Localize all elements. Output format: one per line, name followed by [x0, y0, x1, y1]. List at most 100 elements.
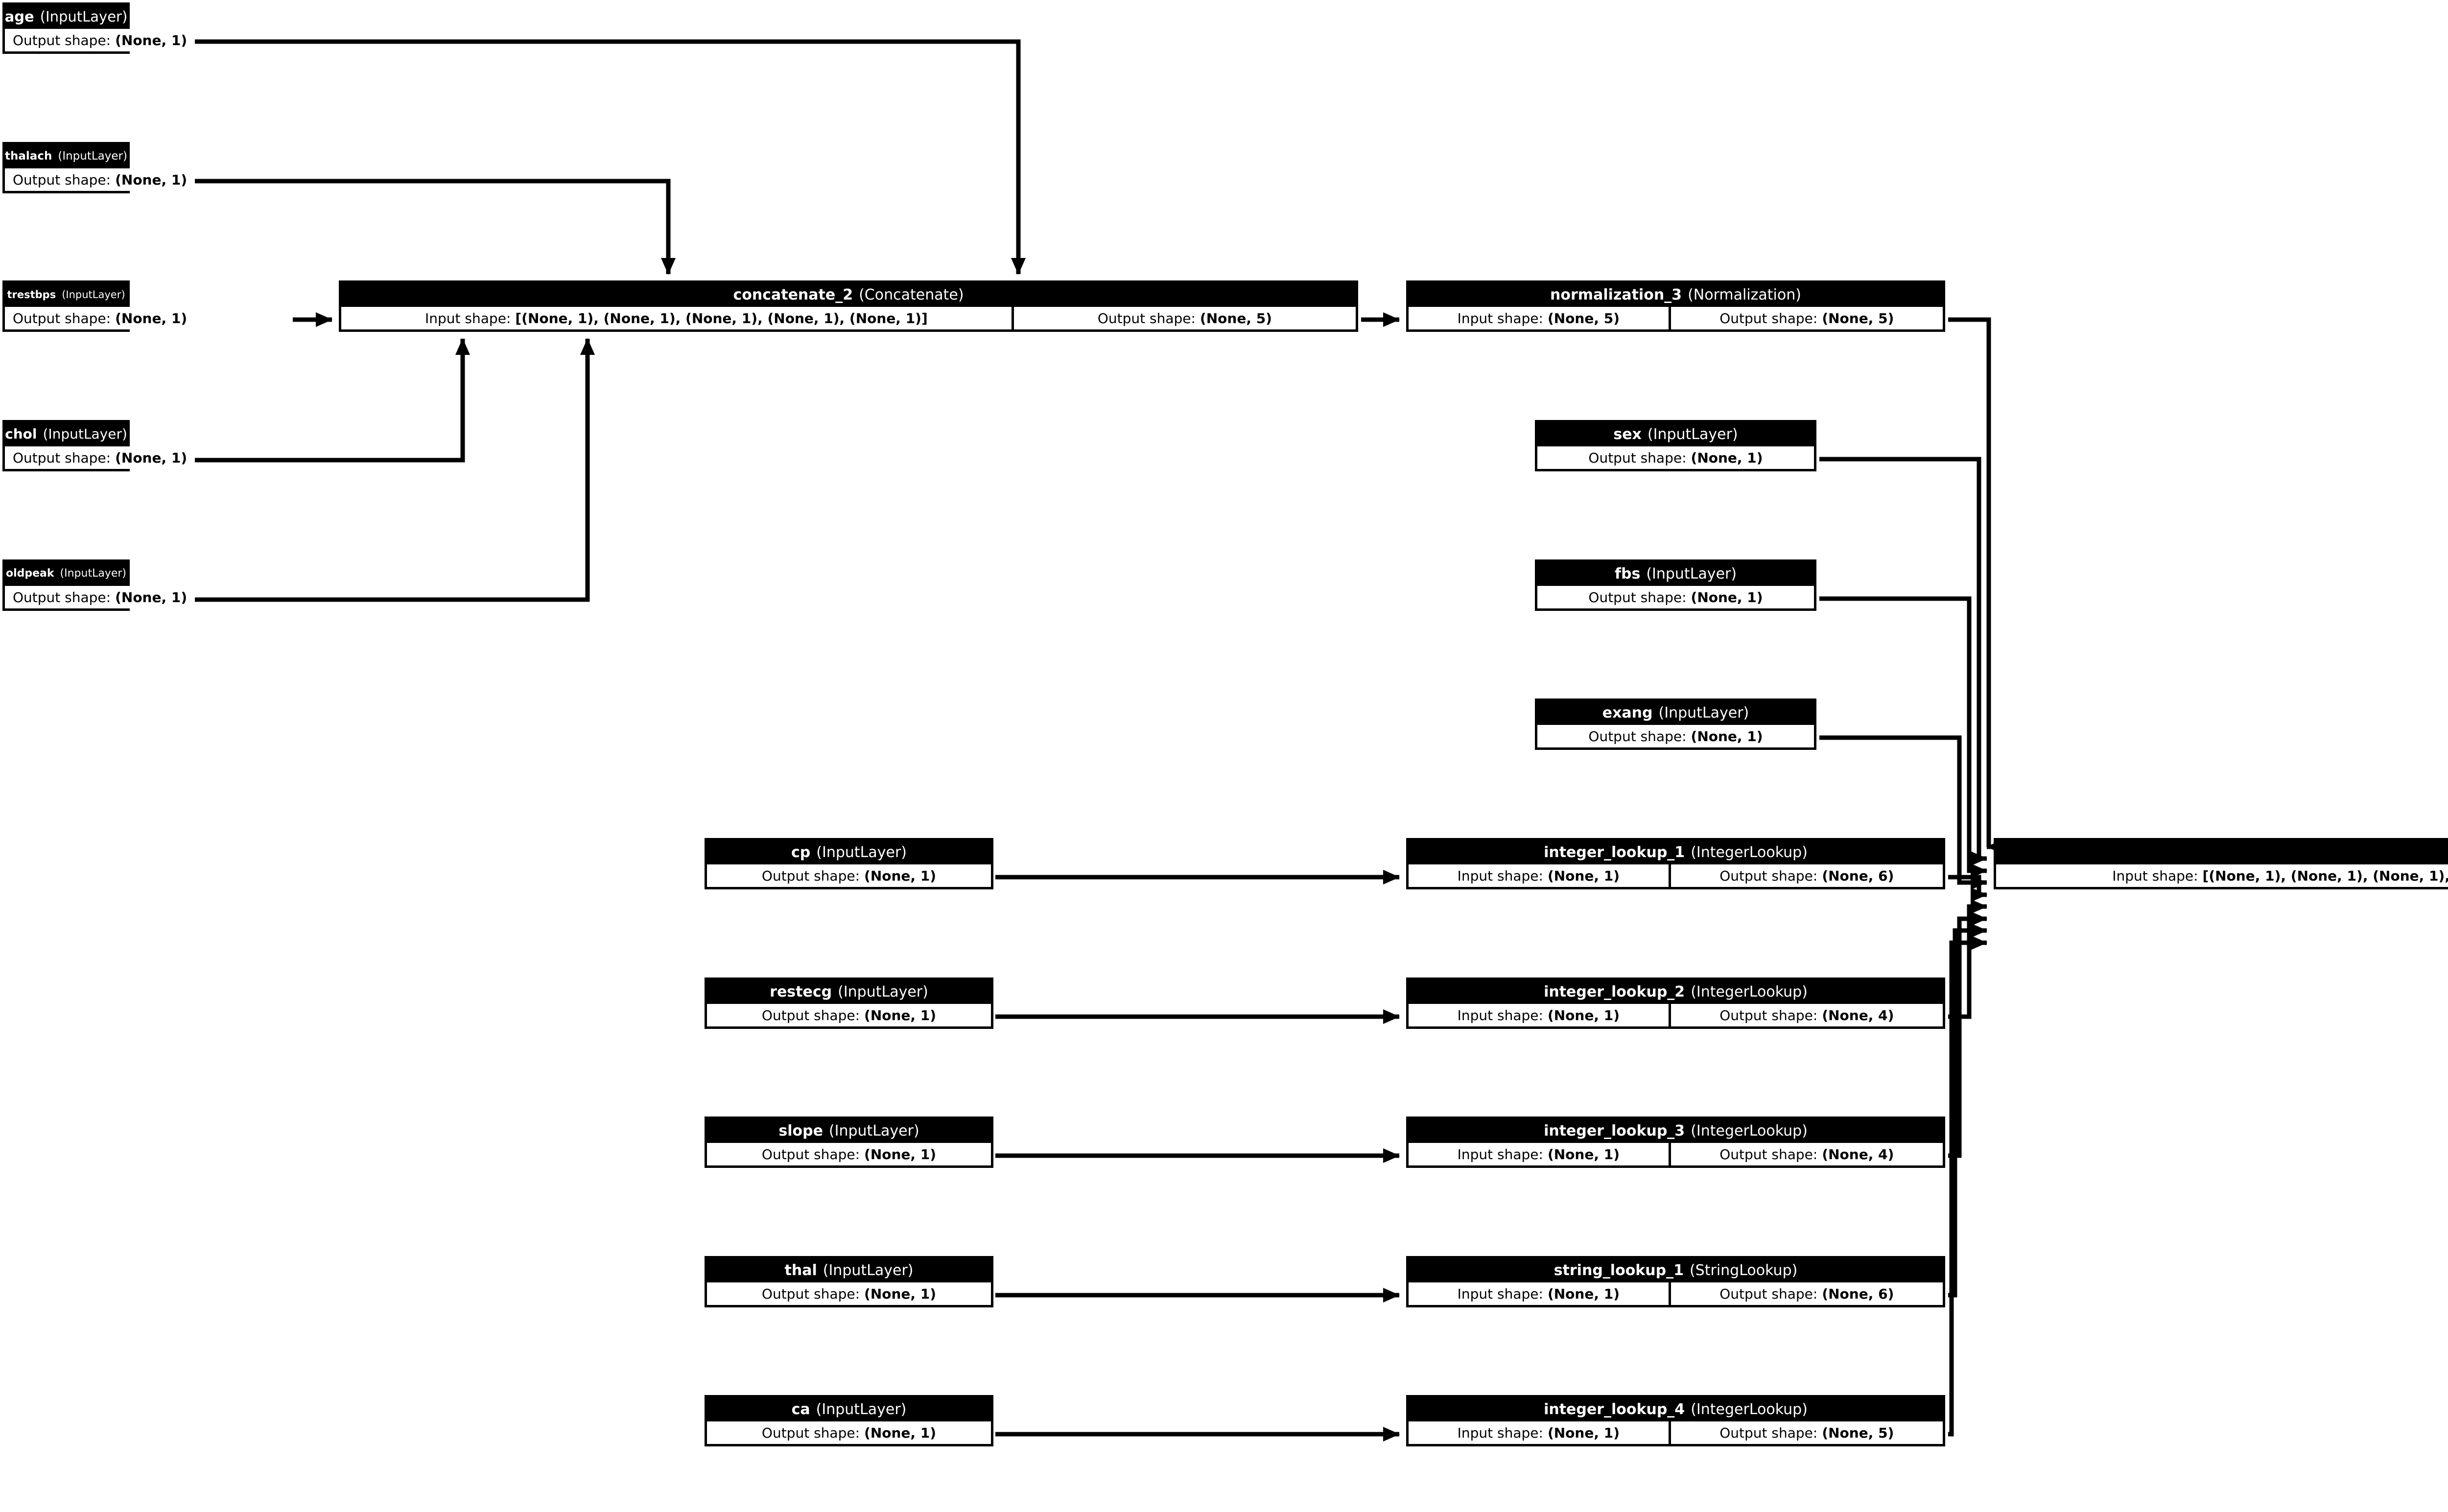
layer-name: integer_lookup_1: [1544, 844, 1685, 861]
node-integer_lookup_1[interactable]: integer_lookup_1 (IntegerLookup) Input sha…: [1406, 838, 1945, 889]
output-shape-value: (None, 4): [1822, 1146, 1894, 1163]
edge-oldpeak-to-concatenate2: [130, 338, 595, 602]
output-shape-label: Output shape:: [761, 1146, 860, 1163]
output-shape-label: Output shape:: [1719, 1424, 1818, 1441]
node-normalization_3[interactable]: normalization_3 (Normalization) Input shap…: [1406, 280, 1945, 332]
input-shape-cell: Input shape:(None, 1): [1409, 1282, 1669, 1305]
output-shape-cell: Output shape:(None, 1): [5, 168, 195, 191]
input-shape-label: Input shape:: [1457, 1007, 1543, 1024]
output-shape-cell: Output shape:(None, 5): [1671, 307, 1943, 329]
output-shape-label: Output shape:: [13, 171, 111, 188]
layer-type: (InputLayer): [58, 149, 127, 163]
edge-stringlookup1-to-concatenate3: [1948, 923, 1987, 1298]
layer-name: age: [4, 8, 34, 25]
input-shape-cell: Input shape:(None, 1): [1409, 1421, 1669, 1444]
node-body-cp: Output shape:(None, 1): [707, 864, 991, 887]
node-integer_lookup_2[interactable]: integer_lookup_2(IntegerLookup) Input sha…: [1406, 977, 1945, 1029]
node-title-restecg: restecg(InputLayer): [707, 980, 991, 1004]
node-body-integer_lookup_1: Input shape:(None, 1)Output shape:(None,…: [1409, 864, 1943, 887]
layer-type: (InputLayer): [60, 567, 127, 580]
layer-type: (InputLayer): [1658, 704, 1749, 721]
node-ca[interactable]: ca(InputLayer)Output shape:(None, 1): [705, 1395, 993, 1446]
layer-type: (InputLayer): [816, 844, 907, 861]
node-slope[interactable]: slope(InputLayer)Output shape:(None, 1): [705, 1117, 993, 1168]
layer-name: oldpeak: [5, 567, 54, 580]
node-title-thal: thal(InputLayer): [707, 1258, 991, 1282]
edge-integerlookup4-to-concatenate3: [1948, 935, 1987, 1437]
node-title-exang: exang (InputLayer): [1537, 701, 1814, 725]
layer-type: (InputLayer): [838, 983, 928, 1000]
node-body-age: Output shape:(None, 1): [5, 29, 195, 51]
node-age[interactable]: age(InputLayer)Output shape:(None, 1): [2, 2, 195, 54]
output-shape-value: (None, 5): [1822, 1424, 1894, 1441]
output-shape-value: (None, 1): [864, 1285, 937, 1302]
node-trestbps[interactable]: trestbps (InputLayer) Output shape:(None, …: [2, 280, 195, 332]
node-cp[interactable]: cp(InputLayer)Output shape:(None, 1): [705, 838, 993, 889]
output-shape-value: (None, 1): [115, 171, 188, 188]
layer-type: (InputLayer): [823, 1262, 914, 1279]
layer-type: (Normalization): [1688, 286, 1801, 303]
layer-name: slope: [778, 1122, 823, 1140]
node-title-integer_lookup_1: integer_lookup_1 (IntegerLookup): [1409, 840, 1943, 864]
node-title-integer_lookup_2: integer_lookup_2(IntegerLookup): [1409, 980, 1943, 1004]
output-shape-label: Output shape:: [1719, 310, 1818, 326]
layer-type: (IntegerLookup): [1691, 844, 1808, 861]
output-shape-label: Output shape:: [13, 449, 111, 466]
output-shape-cell: Output shape:(None, 1): [1537, 446, 1814, 469]
output-shape-value: (None, 1): [1691, 589, 1763, 605]
node-body-thal: Output shape:(None, 1): [707, 1282, 991, 1305]
layer-name: normalization_3: [1550, 286, 1682, 303]
node-chol[interactable]: chol(InputLayer)Output shape:(None, 1): [2, 420, 195, 471]
layer-name: string_lookup_1: [1554, 1262, 1684, 1279]
node-sex[interactable]: sex(InputLayer)Output shape:(None, 1): [1535, 420, 1816, 471]
output-shape-value: (None, 5): [1200, 310, 1272, 326]
layer-type: (IntegerLookup): [1691, 1122, 1808, 1140]
output-shape-label: Output shape:: [13, 310, 111, 326]
input-shape-value: (None, 1): [1547, 867, 1620, 884]
edge-integerlookup3-to-concatenate3: [1948, 911, 1987, 1158]
input-shape-label: Input shape:: [1457, 1424, 1543, 1441]
output-shape-label: Output shape:: [761, 1285, 860, 1302]
output-shape-cell: Output shape:(None, 1): [707, 1282, 991, 1305]
layer-name: trestbps: [7, 288, 56, 301]
node-body-oldpeak: Output shape:(None, 1): [5, 586, 195, 608]
node-thal[interactable]: thal(InputLayer)Output shape:(None, 1): [705, 1256, 993, 1307]
node-body-fbs: Output shape:(None, 1): [1537, 586, 1814, 608]
node-concatenate_2[interactable]: concatenate_2(Concatenate)Input shape:[(…: [339, 280, 1358, 332]
node-title-oldpeak: oldpeak (InputLayer): [5, 562, 127, 586]
layer-name: exang: [1602, 704, 1653, 721]
edge-thalach-to-concatenate2: [130, 179, 676, 275]
output-shape-value: (None, 1): [115, 589, 188, 605]
node-exang[interactable]: exang(InputLayer)Output shape:(None, 1): [1535, 698, 1816, 750]
node-body-sex: Output shape:(None, 1): [1537, 446, 1814, 469]
layer-name: concatenate_2: [733, 286, 853, 303]
output-shape-cell: Output shape:(None, 1): [707, 1143, 991, 1165]
layer-type: (InputLayer): [62, 288, 125, 301]
node-fbs[interactable]: fbs(InputLayer)Output shape:(None, 1): [1535, 559, 1816, 611]
input-shape-value: [(None, 1), (None, 1), (None, 1), (None,…: [515, 310, 928, 326]
input-shape-value: [(None, 1), (None, 1), (None, 1), (None,…: [2202, 867, 2448, 884]
node-body-integer_lookup_3: Input shape:(None, 1)Output shape:(None,…: [1409, 1143, 1943, 1165]
node-string_lookup_1[interactable]: string_lookup_1(StringLookup)Input shape…: [1406, 1256, 1945, 1307]
node-body-concatenate_2: Input shape:[(None, 1), (None, 1), (None…: [341, 307, 1356, 329]
node-thalach[interactable]: thalach(InputLayer)Output shape:(None, 1…: [2, 142, 195, 193]
output-shape-label: Output shape:: [1588, 728, 1687, 744]
node-restecg[interactable]: restecg(InputLayer)Output shape:(None, 1…: [705, 977, 993, 1029]
output-shape-cell: Output shape:(None, 6): [1671, 864, 1943, 887]
output-shape-cell: Output shape:(None, 1): [5, 307, 195, 329]
node-integer_lookup_4[interactable]: integer_lookup_4(IntegerLookup)Input sha…: [1406, 1395, 1945, 1446]
edge-integerlookup2-to-concatenate3: [1948, 899, 1987, 1019]
edge-fbs-to-concatenate3: [1819, 596, 1987, 878]
node-oldpeak[interactable]: oldpeak (InputLayer) Output shape:(None, 1…: [2, 559, 195, 611]
input-shape-cell: Input shape:(None, 1): [1409, 864, 1669, 887]
output-shape-value: (None, 1): [864, 1146, 937, 1163]
node-body-normalization_3: Input shape:(None, 5)Output shape:(None,…: [1409, 307, 1943, 329]
output-shape-cell: Output shape:(None, 1): [5, 446, 195, 469]
output-shape-label: Output shape:: [761, 1007, 860, 1024]
layer-type: (InputLayer): [1647, 426, 1738, 443]
node-body-integer_lookup_4: Input shape:(None, 1) Output shape:(None,…: [1409, 1421, 1943, 1444]
node-concatenate_3[interactable]: concatenate_3(Concatenate)Input shape:[(…: [1994, 838, 2448, 889]
layer-name: ca: [791, 1401, 810, 1418]
node-integer_lookup_3[interactable]: integer_lookup_3(IntegerLookup)Input sha…: [1406, 1117, 1945, 1168]
